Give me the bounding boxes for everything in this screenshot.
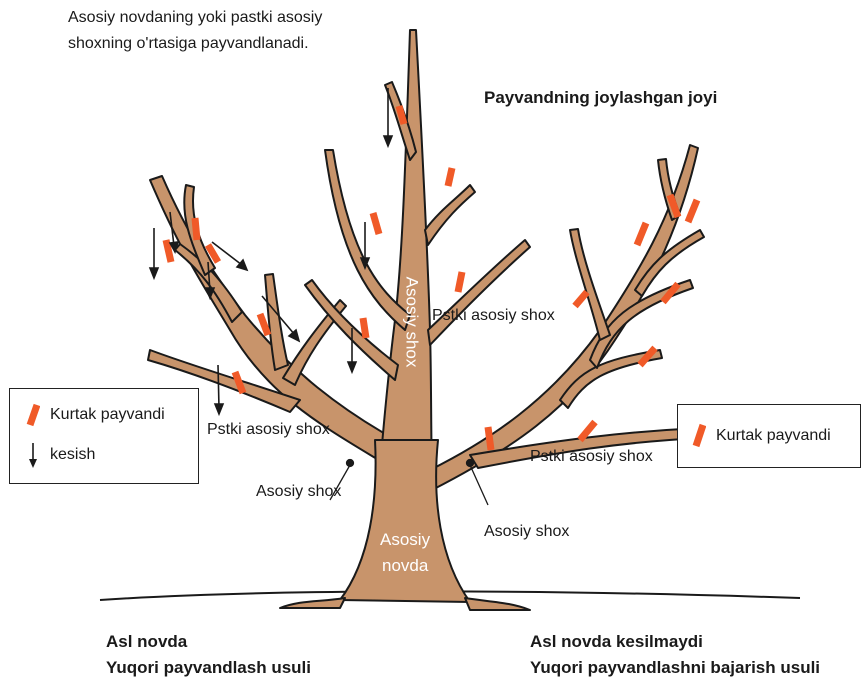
pointer-dot [467, 460, 474, 467]
legend-right-graft-row: Kurtak payvandi [692, 423, 831, 449]
cut-arrow-icon [26, 441, 40, 469]
root-left [280, 598, 345, 608]
right-scaffold-label: Asosiy shox [484, 522, 569, 542]
graft-mark [260, 314, 268, 335]
legend-left-cut-label: kesish [50, 446, 95, 464]
tree [148, 30, 704, 610]
cut-arrow [361, 222, 369, 268]
legend-left-cut-row: kesish [26, 441, 95, 469]
pointer-dot [347, 460, 354, 467]
legend-right-graft-label: Kurtak payvandi [716, 427, 831, 445]
bud-graft-icon [26, 403, 40, 427]
graft-mark [575, 292, 587, 306]
graft-mark [448, 168, 452, 186]
legend-left-graft-row: Kurtak payvandi [26, 403, 165, 427]
top-note-line1: Asosiy novdaning yoki pastki asosiy [68, 8, 322, 28]
bottom-left-line1: Asl novda [106, 632, 187, 652]
legend-right: Kurtak payvandi [677, 404, 861, 468]
upper-right-branch-label: Pstki asosiy shox [432, 306, 555, 326]
legend-left-graft-label: Kurtak payvandi [50, 406, 165, 424]
trunk-label-line1: Asosiy [380, 530, 430, 550]
graft-mark [399, 106, 404, 124]
graft-mark [195, 218, 197, 240]
bottom-left-line2: Yuqori payvandlash usuli [106, 658, 311, 678]
right-twig-4 [570, 229, 610, 340]
central-right-twig [425, 185, 475, 245]
bottom-right-line2: Yuqori payvandlashni bajarish usuli [530, 658, 820, 678]
bud-graft-icon [692, 423, 706, 449]
right-branch-label: Pstki asosiy shox [530, 447, 653, 467]
bottom-right-line1: Asl novda kesilmaydi [530, 632, 703, 652]
central-leader-label: Asosiy shox [401, 277, 421, 368]
graft-mark [373, 213, 379, 234]
left-scaffold-label: Asosiy shox [256, 482, 341, 502]
cut-arrow [150, 228, 158, 278]
pointer-line [470, 465, 488, 505]
graft-mark [488, 427, 491, 450]
left-branch-label: Pstki asosiy shox [207, 420, 330, 440]
root-right [465, 598, 530, 610]
graft-mark [688, 200, 697, 222]
graft-mark [458, 272, 462, 292]
top-note-line2: shoxning o'rtasiga payvandlanadi. [68, 34, 309, 54]
legend-left: Kurtak payvandi kesish [9, 388, 199, 484]
location-title: Payvandning joylashgan joyi [484, 88, 717, 108]
trunk-label-line2: novda [382, 556, 428, 576]
central-right-twig-2 [428, 240, 530, 345]
graft-mark [637, 223, 646, 245]
graft-mark [363, 318, 366, 338]
